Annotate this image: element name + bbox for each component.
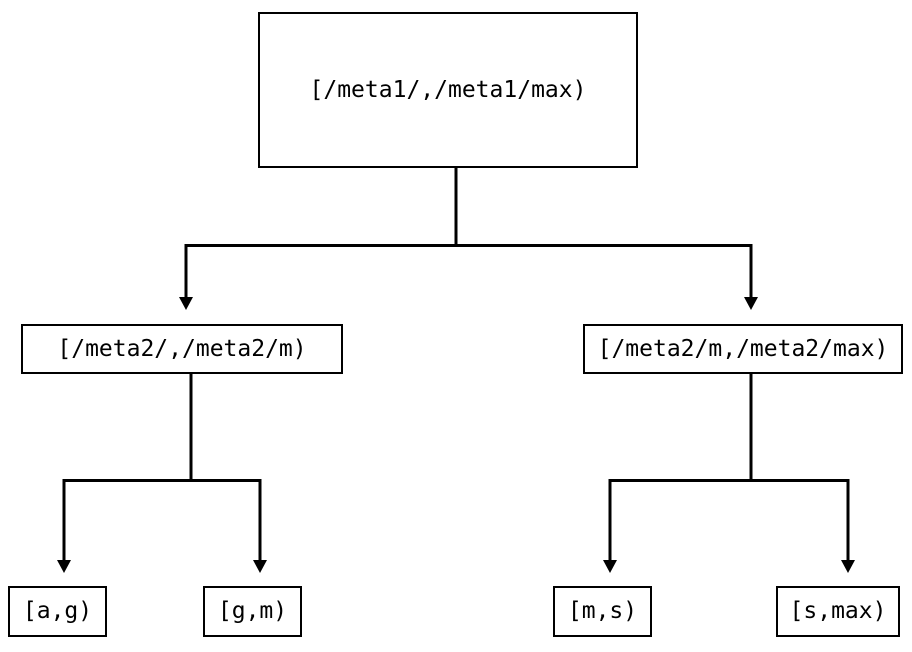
tree-node-mid-right[interactable]: [/meta2/m,/meta2/max) [583,324,903,374]
tree-node-root[interactable]: [/meta1/,/meta1/max) [258,12,638,168]
arrowhead-icon [603,560,617,573]
tree-node-leaf-4[interactable]: [s,max) [776,586,900,637]
tree-node-root-label: [/meta1/,/meta1/max) [309,76,587,103]
tree-node-leaf-1-label: [a,g) [22,598,93,624]
tree-node-leaf-2[interactable]: [g,m) [203,586,302,637]
tree-node-leaf-3[interactable]: [m,s) [553,586,652,637]
arrowhead-icon [253,560,267,573]
tree-node-mid-left[interactable]: [/meta2/,/meta2/m) [21,324,343,374]
edge-mid-right-to-leaf-4 [751,479,855,573]
tree-node-leaf-3-label: [m,s) [567,598,638,624]
tree-node-leaf-1[interactable]: [a,g) [8,586,107,637]
edge-mid-left-to-leaf-2 [191,479,267,573]
tree-node-mid-right-label: [/meta2/m,/meta2/max) [597,335,889,362]
edge-root-to-mid-right [456,244,758,310]
arrowhead-icon [57,560,71,573]
tree-node-mid-left-label: [/meta2/,/meta2/m) [57,335,307,362]
arrowhead-icon [841,560,855,573]
edge-root-to-mid-left [179,168,458,310]
edge-mid-left-to-leaf-1 [57,374,193,573]
arrowhead-icon [179,297,193,310]
tree-node-leaf-4-label: [s,max) [789,598,887,624]
edge-mid-right-to-leaf-3 [603,374,753,573]
arrowhead-icon [744,297,758,310]
tree-node-leaf-2-label: [g,m) [217,598,288,624]
